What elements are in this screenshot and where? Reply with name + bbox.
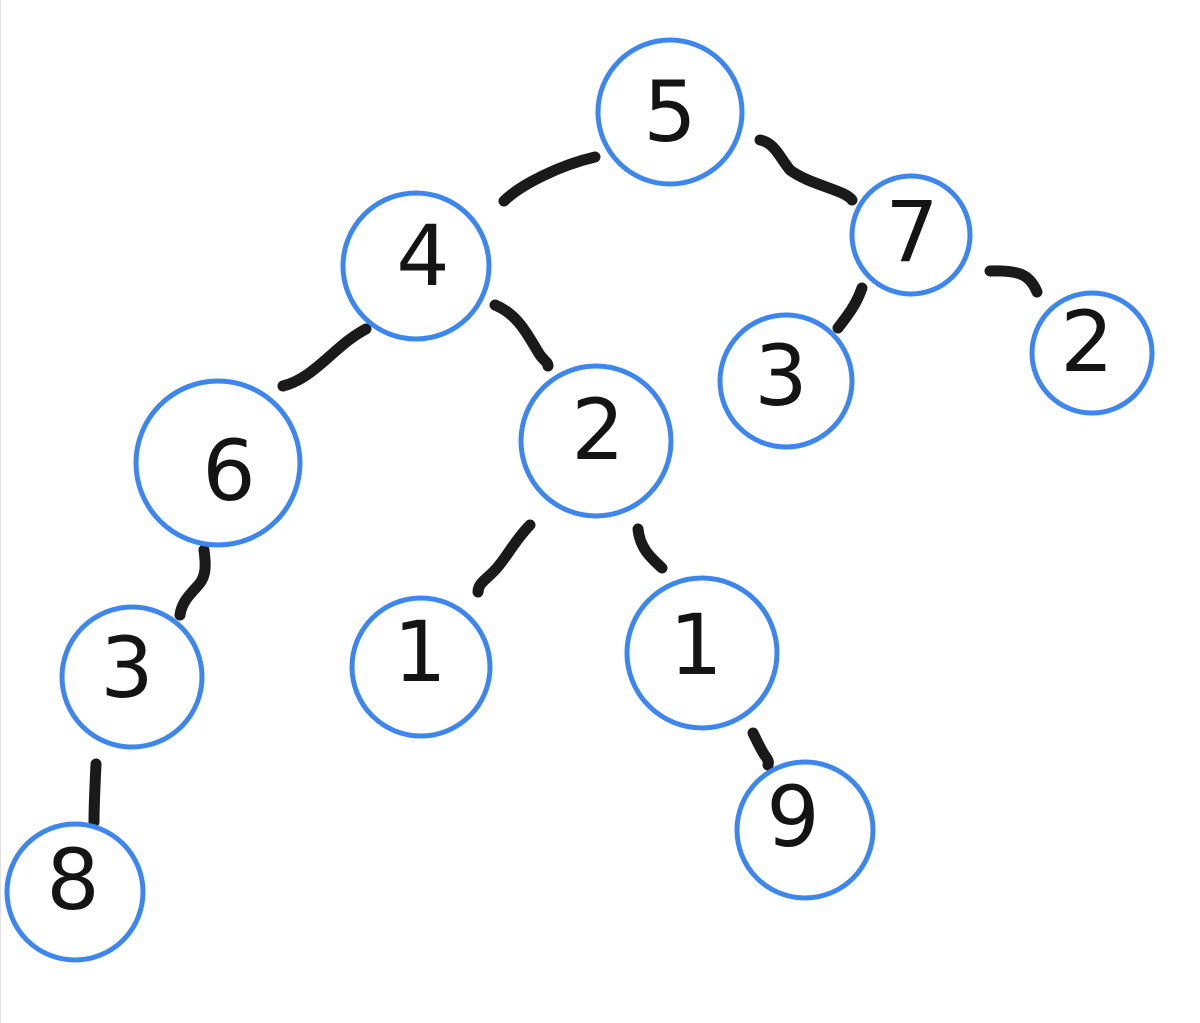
edge-n3a-n8: [88, 758, 102, 828]
node-label: 2: [1060, 293, 1113, 391]
tree-node: 8: [4, 821, 146, 963]
tree-node: 4: [340, 190, 492, 342]
tree-node: 1: [349, 595, 493, 739]
node-label: 3: [754, 327, 807, 425]
left-border: [0, 0, 1, 1023]
tree-node: 3: [59, 604, 205, 750]
edge-n5-n4: [498, 151, 601, 207]
tree-node: 9: [734, 759, 876, 901]
node-label: 4: [396, 207, 449, 305]
node-label: 1: [393, 603, 446, 701]
edge-n6-n3a: [174, 544, 211, 621]
node-circle: [849, 173, 973, 297]
node-label: 2: [571, 381, 624, 479]
node-circle: [734, 759, 876, 901]
node-label: 9: [766, 768, 819, 866]
node-circle: [624, 575, 780, 731]
tree-node: 2: [1029, 290, 1155, 416]
tree-node: 7: [849, 173, 973, 297]
node-circle: [518, 363, 674, 519]
node-label: 6: [202, 422, 255, 520]
node-circle: [4, 821, 146, 963]
node-circle: [59, 604, 205, 750]
edge-n2a-n1a: [472, 519, 536, 598]
tree-node: 1: [624, 575, 780, 731]
node-label: 3: [100, 619, 153, 717]
node-circle: [1029, 290, 1155, 416]
edge-n4-n2a: [489, 299, 554, 372]
node-circle: [133, 378, 303, 548]
edge-n7-n2b: [984, 265, 1043, 298]
edge-n5-n7: [754, 134, 858, 206]
edges-layer: [88, 134, 1043, 828]
nodes-layer: 5 4 7 6 2 3 2 3: [4, 37, 1155, 963]
edge-n1b-n9: [747, 727, 774, 771]
tree-node: 3: [717, 312, 855, 450]
node-circle: [340, 190, 492, 342]
node-label: 7: [885, 183, 938, 281]
tree-node: 5: [595, 37, 745, 187]
edge-n2a-n1b: [632, 523, 668, 574]
tree-node: 2: [518, 363, 674, 519]
edge-n4-n6: [277, 323, 372, 392]
tree-node: 6: [133, 378, 303, 548]
node-label: 5: [643, 63, 696, 161]
node-circle: [595, 37, 745, 187]
node-circle: [349, 595, 493, 739]
node-circle: [717, 312, 855, 450]
node-label: 1: [669, 596, 722, 694]
node-label: 8: [46, 831, 99, 929]
edge-n7-n3b: [832, 282, 868, 334]
